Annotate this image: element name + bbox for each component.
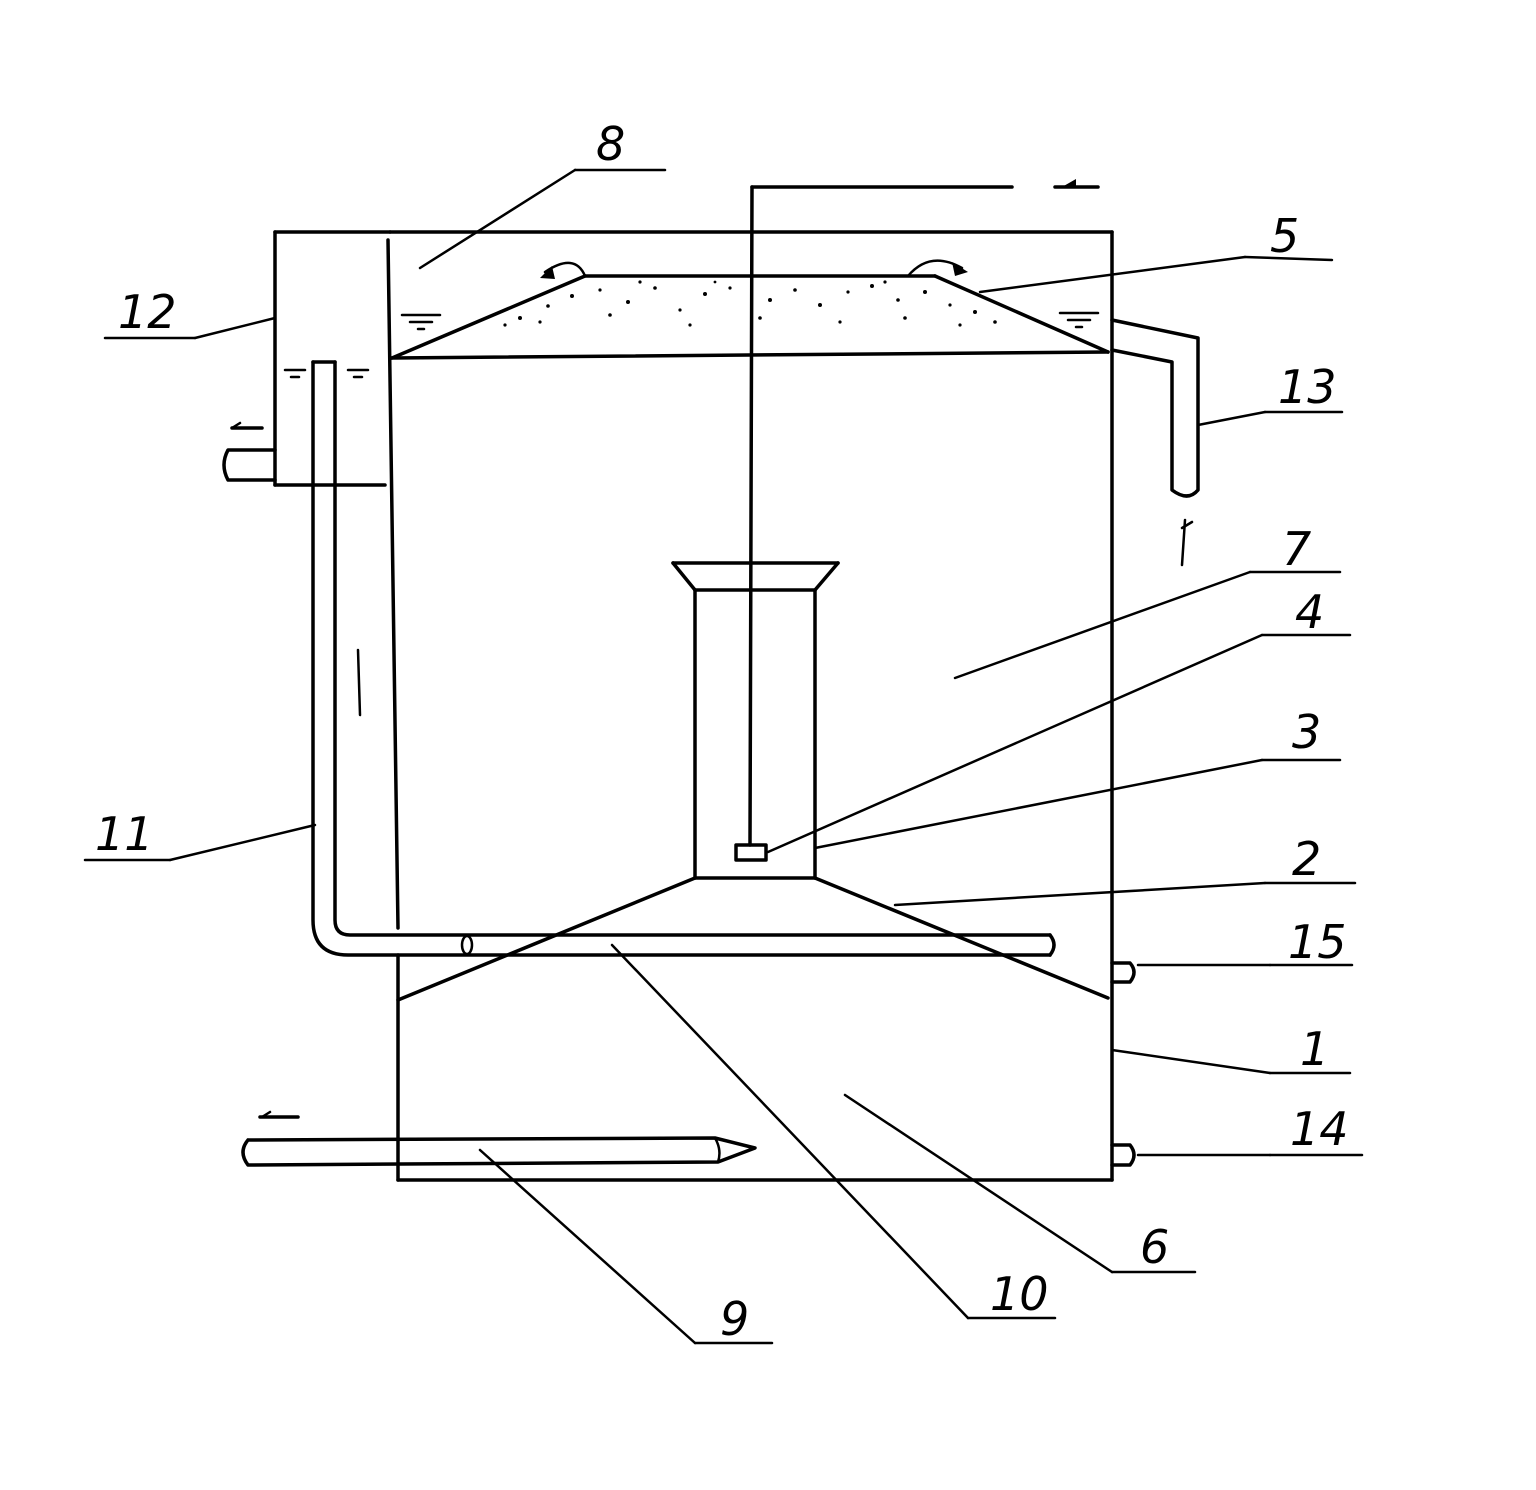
stirrer-blade — [734, 843, 768, 862]
scum-texture — [503, 280, 997, 327]
label-12: 12 — [118, 285, 177, 339]
stirrer — [734, 179, 1100, 862]
label-8: 8 — [596, 117, 625, 171]
label-15: 15 — [1288, 915, 1347, 969]
draft-tube — [671, 561, 840, 880]
port-14 — [1110, 1143, 1136, 1167]
water-level-marks — [283, 311, 1100, 379]
label-2: 2 — [1292, 832, 1321, 886]
label-4: 4 — [1295, 585, 1324, 639]
side-ports — [1110, 961, 1136, 1167]
port-15 — [1110, 961, 1136, 984]
return-pipe — [311, 360, 1056, 957]
flow-arrowhead-right — [952, 262, 968, 276]
label-1: 1 — [1300, 1022, 1329, 1076]
inlet-pipe — [241, 1110, 757, 1167]
label-9: 9 — [720, 1292, 749, 1346]
label-13: 13 — [1278, 360, 1337, 414]
flow-arrowhead-left — [540, 266, 555, 279]
part-labels: 8 12 5 13 7 4 3 2 15 1 14 11 6 10 9 — [95, 117, 1349, 1346]
label-3: 3 — [1292, 705, 1321, 759]
label-11: 11 — [95, 807, 154, 861]
leader-lines — [83, 168, 1364, 1345]
outlet-pipe — [1110, 318, 1200, 567]
side-chamber — [222, 230, 400, 930]
label-10: 10 — [990, 1267, 1049, 1321]
bottom-cone — [396, 876, 1110, 1002]
label-14: 14 — [1290, 1102, 1349, 1156]
label-6: 6 — [1140, 1220, 1169, 1274]
label-5: 5 — [1270, 209, 1299, 263]
label-7: 7 — [1282, 522, 1311, 576]
